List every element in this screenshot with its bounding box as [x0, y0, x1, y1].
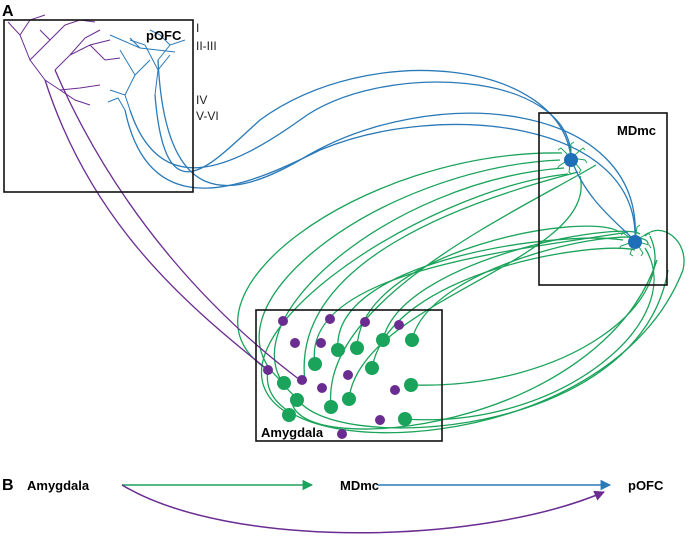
green-cell [290, 393, 304, 407]
purple-cell [394, 320, 404, 330]
purple-cell [278, 316, 288, 326]
layer-label-iv: IV [196, 93, 207, 107]
flow-node-pofc: pOFC [628, 478, 664, 493]
amygdala-green-cells [277, 333, 419, 426]
purple-cell [290, 338, 300, 348]
mdmc-label: MDmc [617, 123, 656, 138]
purple-cell [317, 383, 327, 393]
green-cell [277, 376, 291, 390]
purple-cell [325, 314, 335, 324]
green-cell [350, 341, 364, 355]
green-cell [342, 392, 356, 406]
green-cell [405, 333, 419, 347]
layer-label-i: I [196, 21, 199, 35]
green-cell [331, 343, 345, 357]
green-cell [282, 408, 296, 422]
amygdala-to-pofc-axons [44, 69, 301, 381]
purple-cell [360, 317, 370, 327]
green-cell [376, 333, 390, 347]
green-cell [324, 400, 338, 414]
layer-label-ii-iii: II-III [196, 39, 217, 53]
layer-label-v-vi: V-VI [196, 109, 219, 123]
amygdala-to-pofc-arrow [121, 484, 605, 534]
pofc-box [3, 19, 194, 193]
panel-b-label: B [2, 477, 14, 494]
flow-node-mdmc: MDmc [340, 478, 379, 493]
purple-cell [375, 415, 385, 425]
mdmc-box [538, 112, 668, 286]
pofc-blue-arbors [107, 29, 186, 111]
purple-cell [263, 365, 273, 375]
pofc-purple-arbors [7, 14, 121, 106]
purple-cell [390, 385, 400, 395]
amygdala-purple-cells [263, 314, 404, 439]
purple-cell [343, 370, 353, 380]
amygdala-box [255, 309, 443, 442]
purple-cell [297, 375, 307, 385]
green-cell [365, 361, 379, 375]
mdmc-neuron-2 [618, 224, 652, 257]
pofc-label: pOFC [146, 28, 182, 43]
green-cell [398, 412, 412, 426]
panel-a-label: A [2, 3, 14, 20]
amygdala-label: Amygdala [261, 425, 324, 440]
purple-cell [337, 429, 347, 439]
green-cell [308, 357, 322, 371]
green-cell [404, 378, 418, 392]
mdmc-neuron-1 [556, 141, 588, 175]
amygdala-to-mdmc-axons [237, 152, 685, 434]
flow-node-amygdala: Amygdala [27, 478, 90, 493]
mdmc-to-pofc-axons [124, 59, 636, 242]
purple-cell [316, 338, 326, 348]
